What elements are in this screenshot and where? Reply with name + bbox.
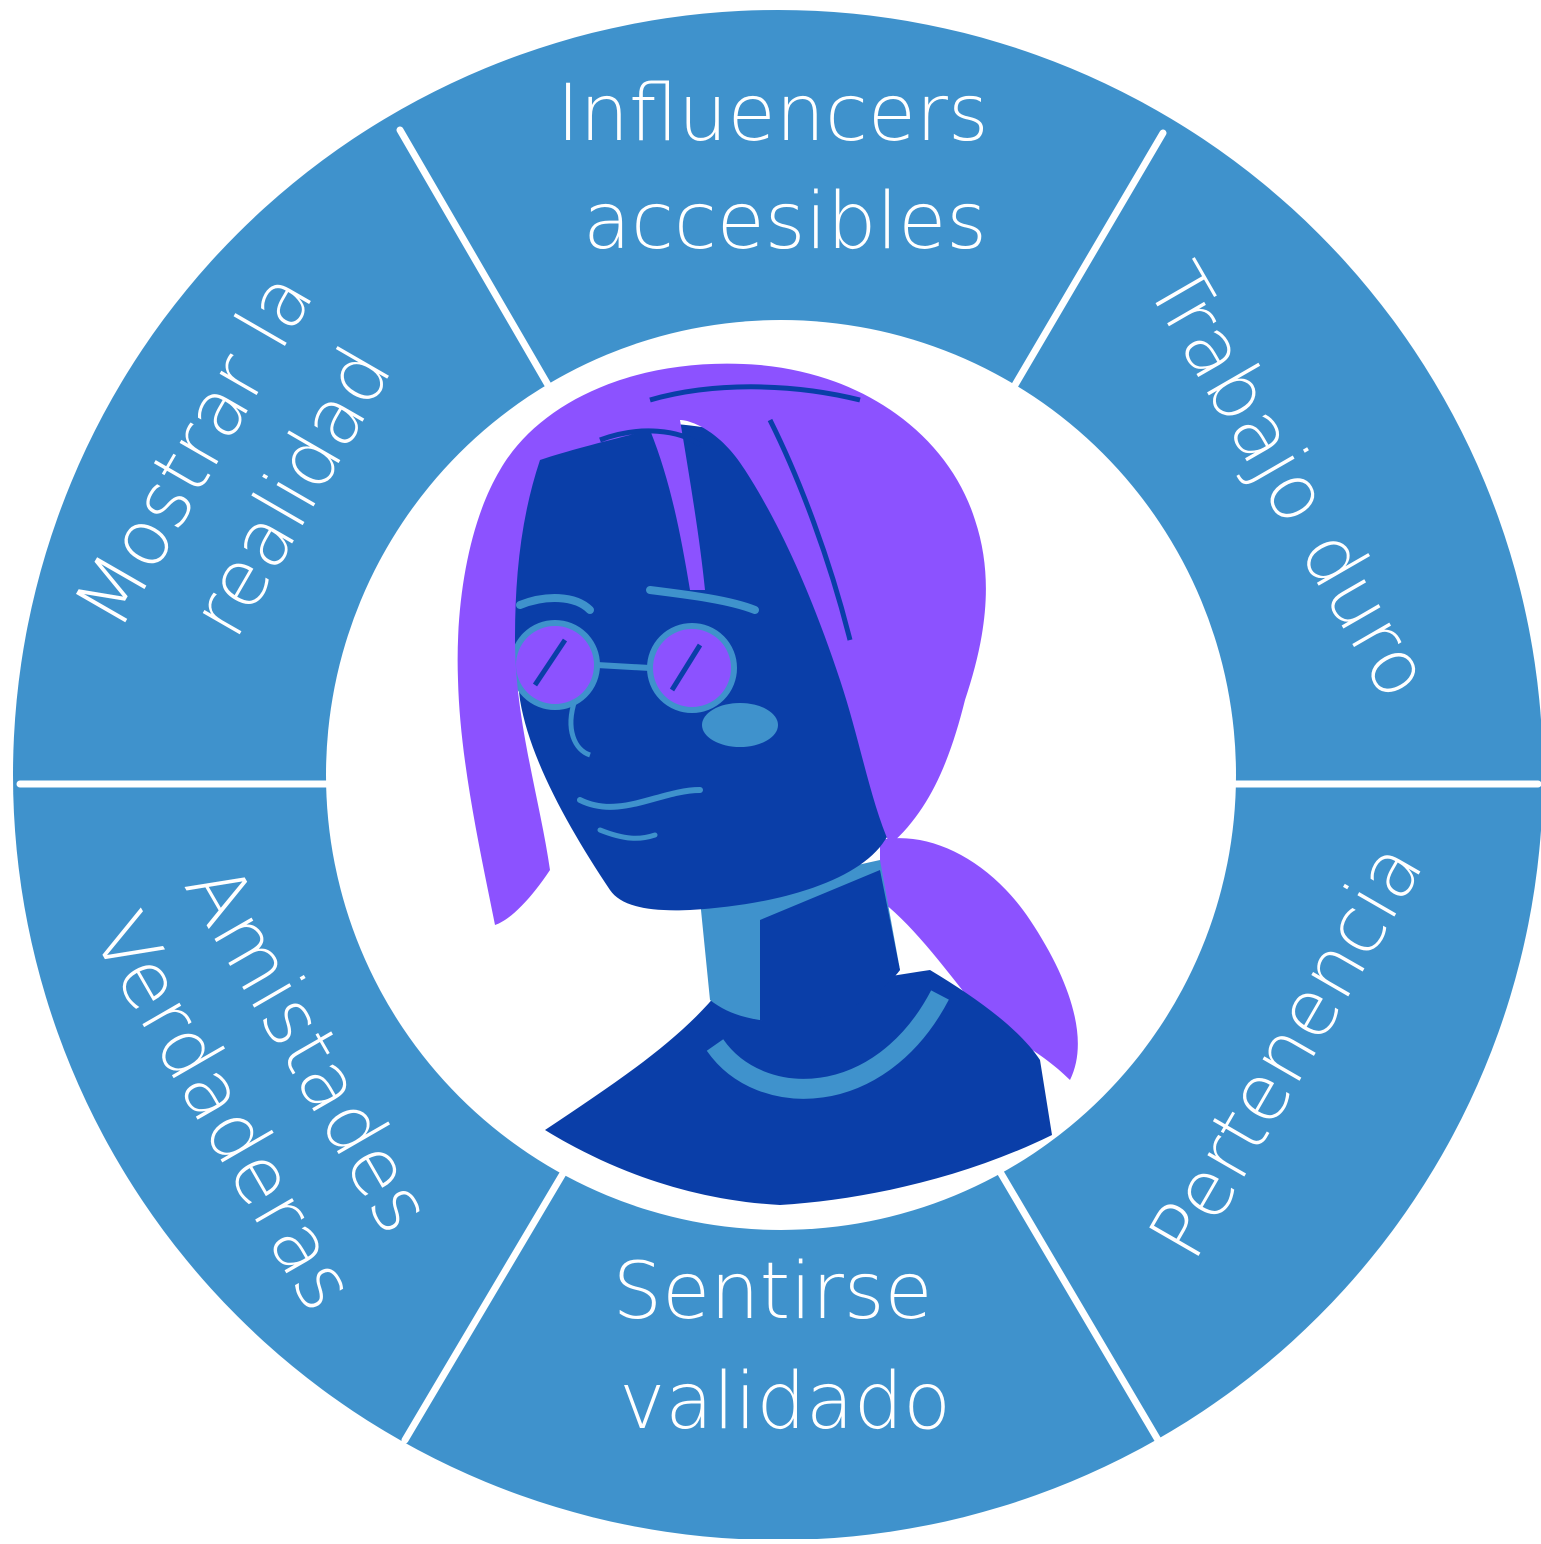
nose — [568, 699, 592, 758]
chin-line — [597, 827, 658, 841]
divider-top-right — [1011, 129, 1167, 389]
hair — [457, 363, 986, 926]
divider-bottom-left — [401, 1161, 572, 1444]
label-bottom-line-1: Sentirse — [613, 1247, 933, 1337]
divider-top-left — [396, 126, 552, 389]
label-top: Influencers accesibles — [557, 69, 1014, 267]
lens-glare-2 — [669, 643, 703, 692]
person-portrait-icon — [457, 363, 1078, 1205]
glasses-bridge — [596, 662, 651, 671]
ponytail — [880, 838, 1078, 1080]
cheek-blush — [702, 703, 778, 747]
neck-shadow — [760, 870, 900, 1023]
glasses-left-lens — [510, 620, 600, 710]
glasses-right-lens — [647, 623, 737, 713]
eyebrow-left — [516, 594, 594, 614]
label-top-line-1: Influencers — [557, 69, 989, 159]
lens-glare-1 — [532, 638, 568, 687]
eyebrow-right — [646, 586, 759, 614]
label-bottom: Sentirse validado — [613, 1247, 958, 1447]
mouth — [577, 787, 703, 810]
divider-bottom-right — [992, 1161, 1162, 1444]
segment-dividers — [16, 126, 1541, 1444]
sweater-collar — [706, 990, 949, 1099]
hair-strand-1 — [767, 418, 853, 641]
label-top-line-2: accesibles — [583, 177, 987, 267]
label-bottom-line-2: validado — [619, 1357, 951, 1447]
hair-strand-3 — [649, 384, 861, 403]
hair-strand-2 — [599, 428, 702, 448]
